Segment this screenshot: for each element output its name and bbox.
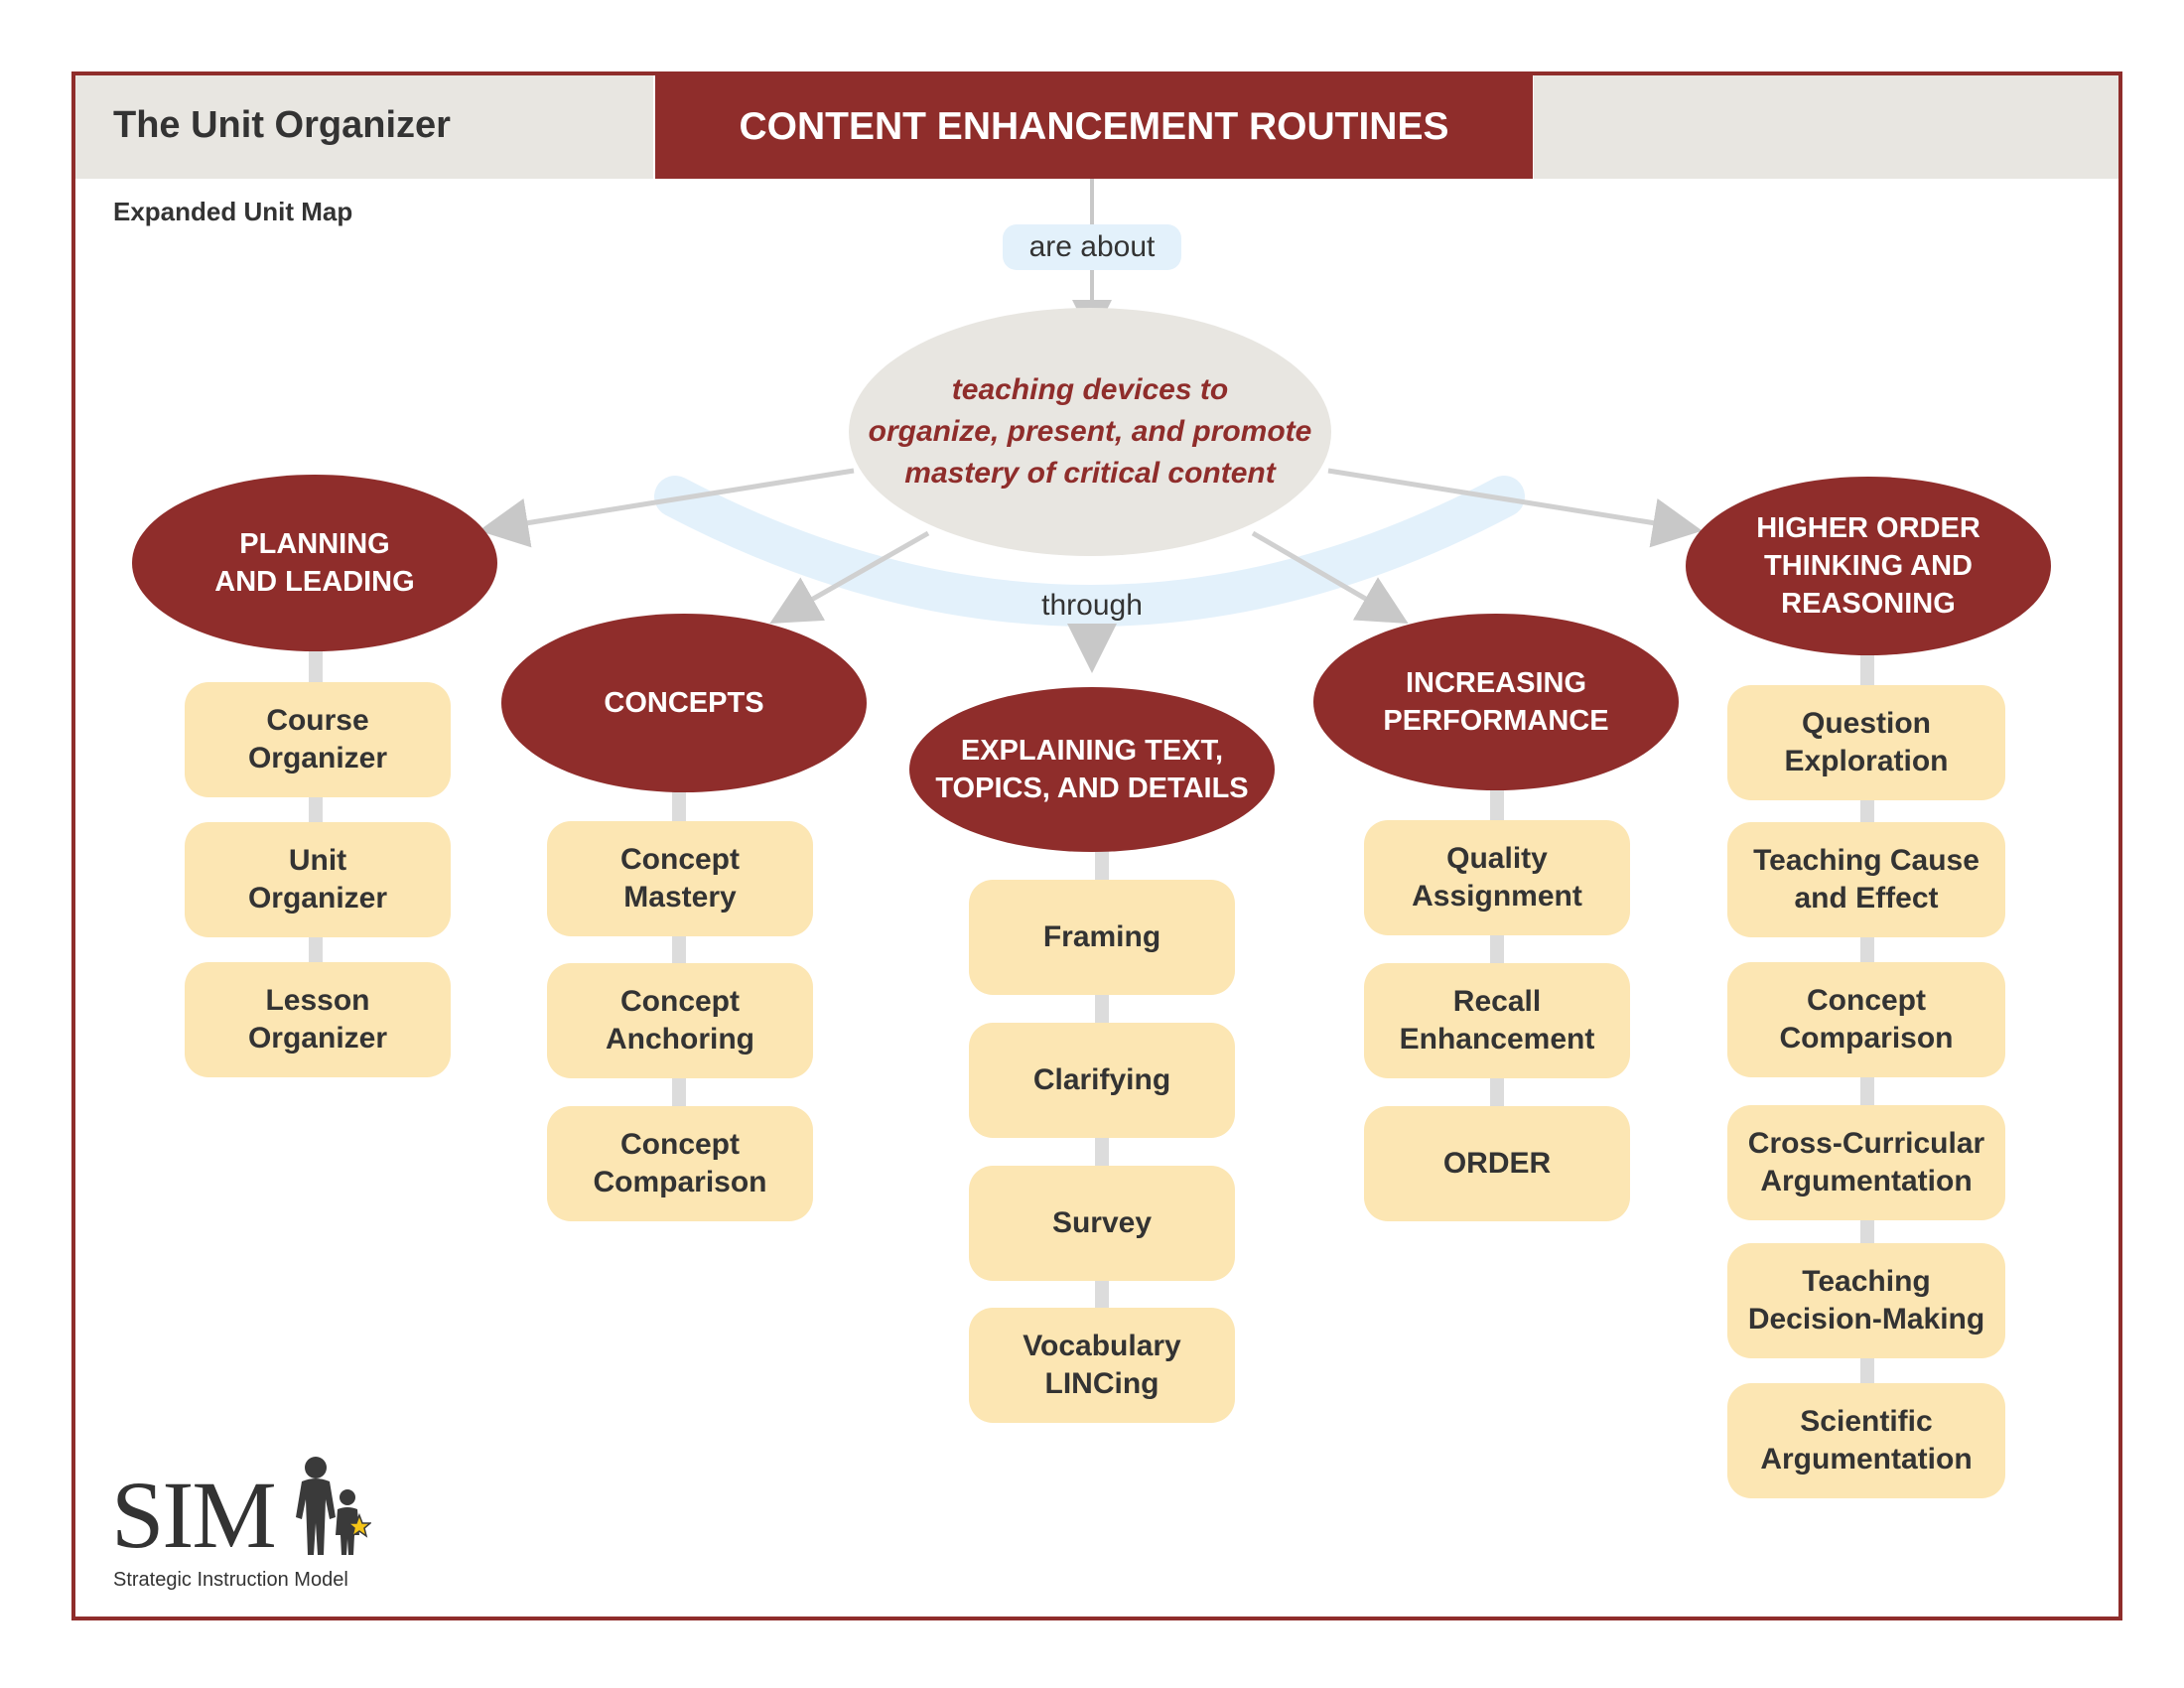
item-line: Teaching Cause <box>1753 844 1979 877</box>
item-teaching-cause-and-effect: Teaching Cause and Effect <box>1727 822 2005 937</box>
map-subtitle: Expanded Unit Map <box>113 197 353 226</box>
star-icon <box>345 1512 371 1538</box>
logo-wordmark: SIM <box>111 1462 277 1568</box>
category-title-line: AND LEADING <box>214 566 415 598</box>
item-line: Quality <box>1446 842 1548 875</box>
category-title-line: TOPICS, AND DETAILS <box>935 773 1249 804</box>
item-line: Course <box>266 704 369 737</box>
header-right-panel <box>1534 75 2118 179</box>
item-line: Unit <box>288 844 347 877</box>
unit-title: The Unit Organizer <box>113 104 451 146</box>
item-line: Recall <box>1452 985 1542 1018</box>
category-title-line: REASONING <box>1781 588 1956 620</box>
item-line: Concept <box>620 1128 740 1161</box>
main-title: CONTENT ENHANCEMENT ROUTINES <box>655 75 1533 179</box>
item-line: Concept <box>620 843 740 876</box>
item-line: Comparison <box>1779 1022 1954 1055</box>
item-line: Vocabulary <box>1023 1330 1181 1362</box>
arrow-increasing <box>1251 530 1409 625</box>
category-title-line: CONCEPTS <box>604 687 764 719</box>
logo-tagline: Strategic Instruction Model <box>113 1569 348 1591</box>
figures-icon <box>296 1457 371 1555</box>
item-line: Cross-Curricular <box>1747 1127 1985 1160</box>
item-line: Teaching <box>1802 1265 1931 1298</box>
item-line: Enhancement <box>1399 1023 1595 1055</box>
through-label: through <box>1041 589 1143 622</box>
category-concepts: CONCEPTS <box>501 614 867 792</box>
item-line: Survey <box>1051 1206 1153 1239</box>
category-title-line: THINKING AND <box>1764 550 1973 582</box>
item-line: Argumentation <box>1760 1165 1973 1197</box>
category-increasing-performance: INCREASING PERFORMANCE <box>1313 614 1679 790</box>
item-line: Framing <box>1042 920 1161 953</box>
center-ellipse: teaching devices to organize, present, a… <box>849 308 1331 556</box>
category-planning-and-leading: PLANNING AND LEADING <box>132 475 497 651</box>
center-line: mastery of critical content <box>904 457 1276 490</box>
item-survey: Survey <box>969 1166 1235 1281</box>
item-order: ORDER <box>1364 1106 1630 1221</box>
category-title-line: HIGHER ORDER <box>1756 512 1980 544</box>
item-clarifying: Clarifying <box>969 1023 1235 1138</box>
item-line: Anchoring <box>606 1023 754 1055</box>
arrow-concepts <box>769 530 930 624</box>
category-title-line: INCREASING <box>1405 667 1587 699</box>
category-title-line: PERFORMANCE <box>1383 705 1609 737</box>
item-line: Argumentation <box>1760 1443 1973 1476</box>
item-line: Mastery <box>623 881 737 914</box>
item-line: Organizer <box>247 882 388 914</box>
are-about-label: are about <box>1003 224 1181 270</box>
category-explaining-text: EXPLAINING TEXT, TOPICS, AND DETAILS <box>909 687 1275 852</box>
item-line: Assignment <box>1412 880 1582 913</box>
category-title-line: EXPLAINING TEXT, <box>960 735 1224 767</box>
header-left-panel <box>75 75 653 179</box>
item-line: Comparison <box>593 1166 767 1198</box>
item-framing: Framing <box>969 880 1235 995</box>
item-line: Exploration <box>1784 745 1949 777</box>
through-arc <box>654 476 1525 627</box>
item-line: Organizer <box>247 742 388 774</box>
category-higher-order-thinking: HIGHER ORDER THINKING AND REASONING <box>1686 477 2051 655</box>
item-line: Organizer <box>247 1022 388 1055</box>
item-line: Concept <box>1807 984 1926 1017</box>
item-line: LINCing <box>1044 1367 1160 1400</box>
item-line: Lesson <box>265 984 370 1017</box>
item-line: Decision-Making <box>1747 1303 1985 1336</box>
item-line: Concept <box>620 985 740 1018</box>
category-title-line: PLANNING <box>239 528 390 560</box>
center-line: organize, present, and promote <box>868 415 1312 448</box>
item-line: and Effect <box>1794 882 1939 914</box>
arrow-planning <box>478 468 855 548</box>
item-line: ORDER <box>1442 1147 1552 1180</box>
item-line: Question <box>1801 707 1931 740</box>
center-line: teaching devices to <box>951 373 1229 406</box>
item-line: Scientific <box>1800 1405 1933 1438</box>
item-line: Clarifying <box>1032 1063 1171 1096</box>
arrow-higher-order <box>1327 468 1703 548</box>
